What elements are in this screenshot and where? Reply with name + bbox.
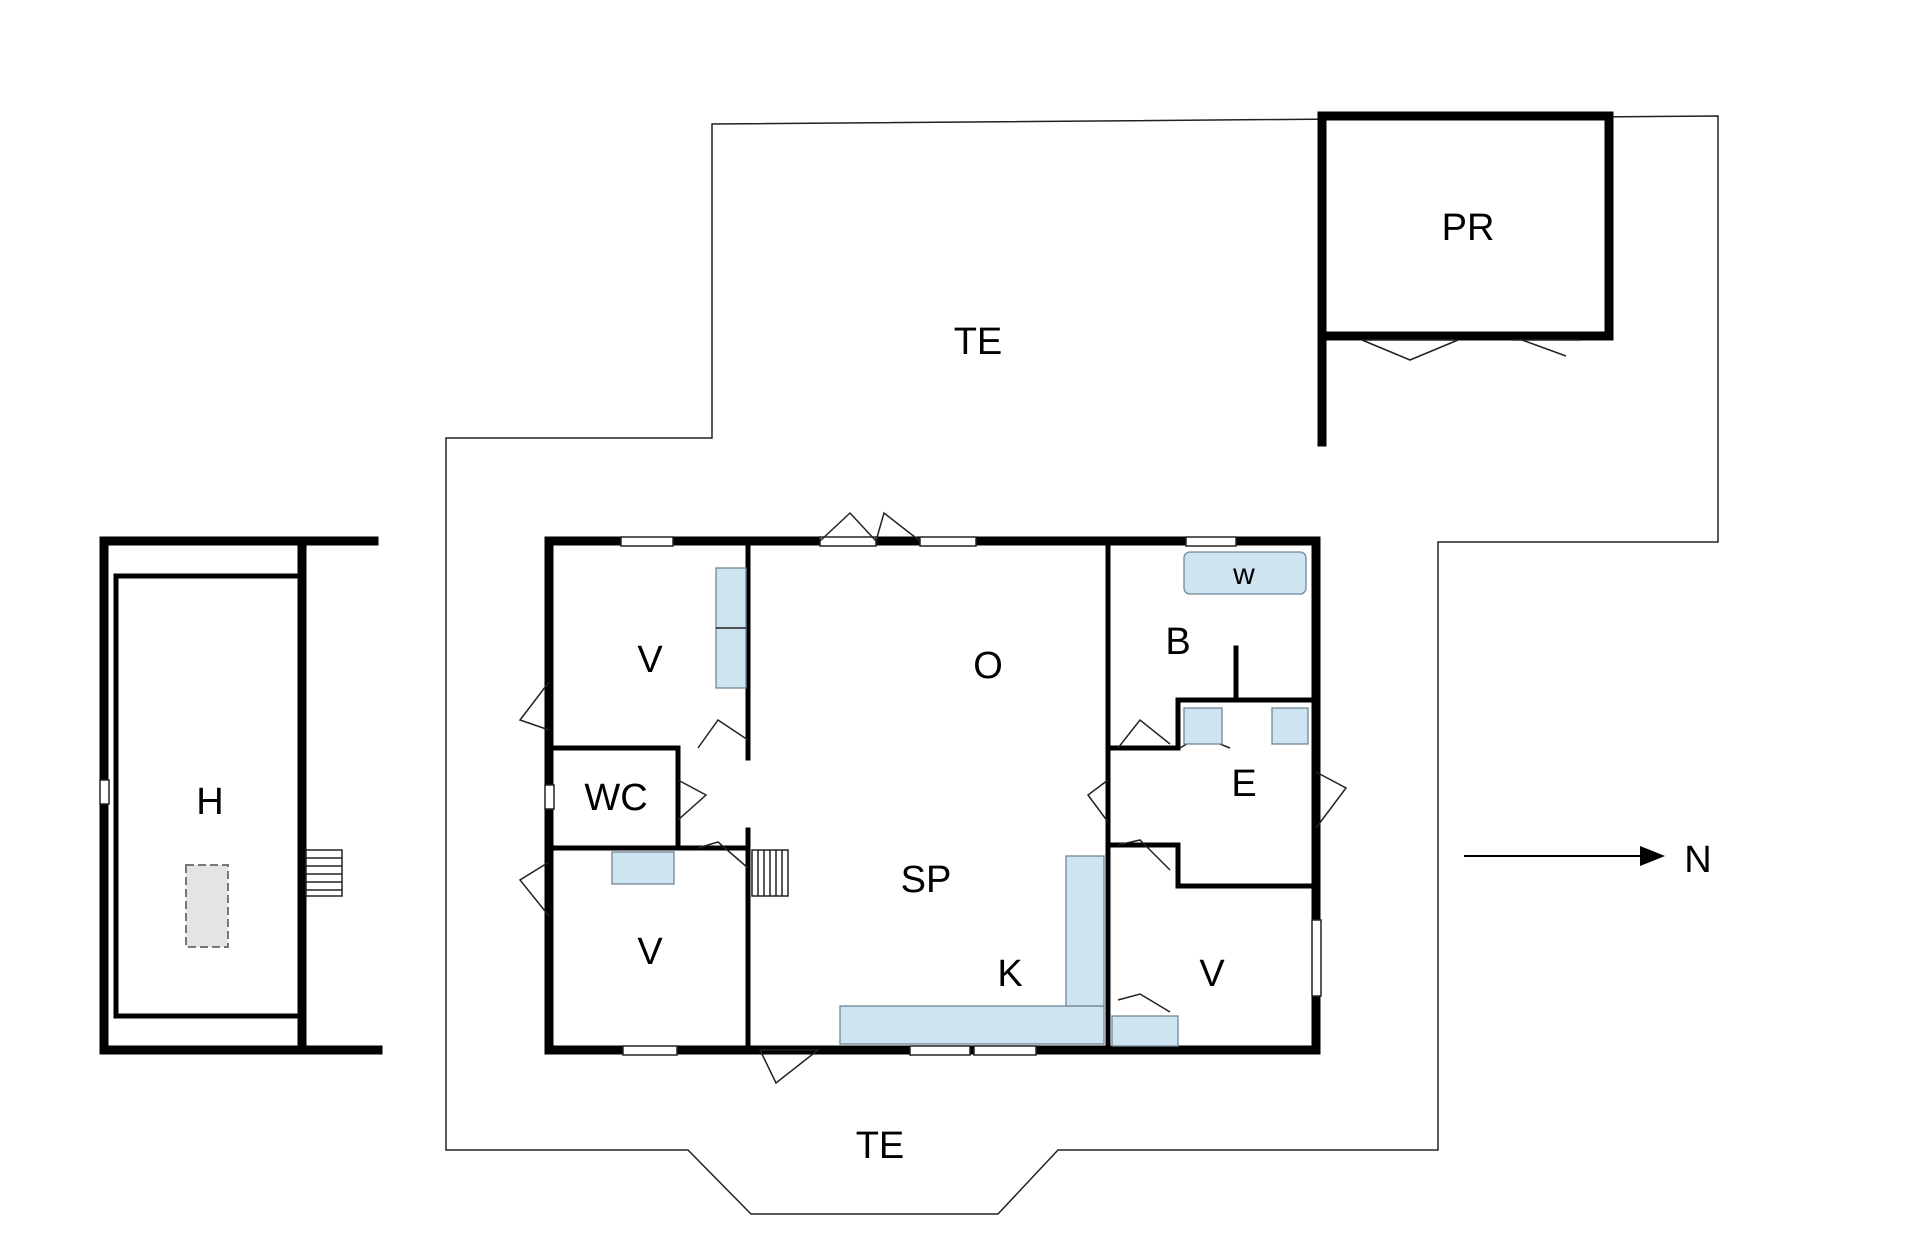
steps-h — [305, 849, 343, 897]
building-h — [99, 536, 383, 1055]
label-v-bottom: V — [637, 931, 663, 973]
label-te-bottom: TE — [856, 1125, 905, 1167]
counter-fixture-vertical — [1065, 855, 1105, 1007]
label-te-top: TE — [954, 321, 1003, 363]
annex-pr — [1317, 111, 1614, 447]
label-v-top: V — [637, 639, 663, 681]
label-pr: PR — [1442, 207, 1495, 249]
label-h: H — [196, 781, 223, 823]
main-house — [518, 511, 1348, 1085]
label-o: O — [973, 645, 1003, 687]
label-k: K — [997, 953, 1022, 995]
steps-main — [751, 849, 789, 897]
cabinet-fixture-right — [1271, 707, 1309, 745]
cabinet-fixture-bottom — [1111, 1015, 1179, 1047]
label-wc: WC — [584, 777, 647, 819]
terrace-outline — [445, 115, 1719, 1215]
counter-fixture — [839, 1005, 1105, 1045]
label-north: N — [1684, 839, 1711, 881]
washer-fixture — [1183, 551, 1307, 595]
label-e: E — [1231, 763, 1256, 805]
cabinet-fixture-left — [1183, 707, 1223, 745]
north-arrow — [1464, 846, 1665, 866]
label-v-right: V — [1199, 953, 1225, 995]
stove-fixture — [185, 864, 229, 948]
closet-fixture — [611, 851, 675, 885]
label-w: w — [1232, 558, 1255, 591]
label-b: B — [1165, 621, 1190, 663]
label-sp: SP — [901, 859, 952, 901]
